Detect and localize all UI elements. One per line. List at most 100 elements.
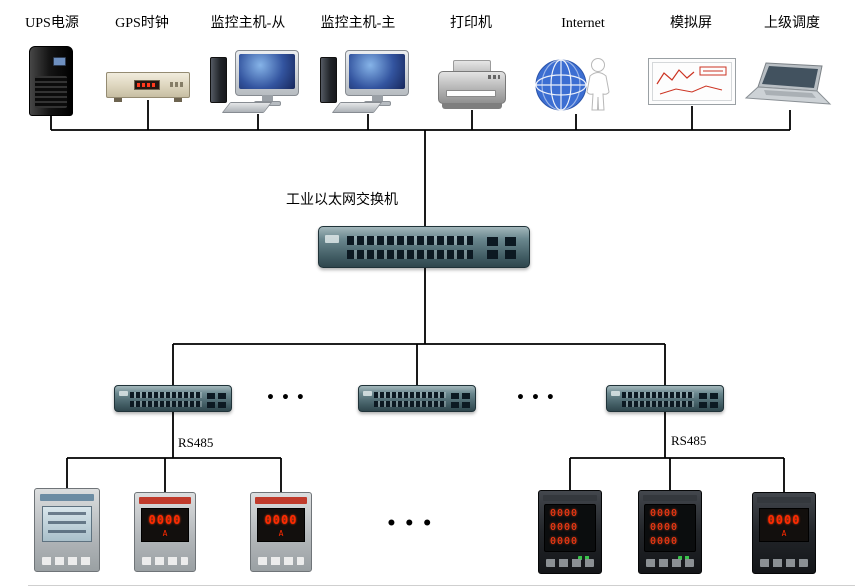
pc-screen (349, 54, 405, 89)
meter-brand-band (643, 495, 697, 501)
laptop-icon (744, 62, 832, 105)
meter-unit: A (278, 529, 284, 538)
gps-clock-buttons (170, 82, 184, 87)
power-meter-3row-right-2: 0000 0000 0000 (638, 490, 702, 574)
meter-buttons (760, 559, 808, 567)
switch-logo (325, 235, 339, 243)
ellipsis-switches-2: ••• (516, 390, 561, 406)
meter-indicator-leds (678, 556, 692, 560)
meter-brand-band (543, 495, 597, 501)
meter-buttons (42, 557, 92, 565)
monitor-host-slave-device (210, 50, 306, 114)
switch-port-row (374, 392, 446, 398)
switch-uplink-port (710, 393, 718, 399)
switch-uplink-port (207, 393, 215, 399)
meter-led-screen: 0000 A (257, 508, 305, 542)
switch-uplink-port (451, 393, 459, 399)
printer-out-slot (446, 90, 496, 97)
page-bottom-rule (28, 585, 855, 586)
rs485-label-right: RS485 (671, 433, 707, 448)
monitor-stand (372, 95, 383, 102)
gps-clock-device (106, 72, 190, 102)
meter-digits: 0000 (148, 513, 182, 527)
pc-tower (320, 57, 337, 103)
meter-row-1: 0000 (550, 508, 579, 519)
switch-uplink-port (699, 393, 707, 399)
switch-port-row (347, 236, 473, 245)
switch-logo (363, 391, 372, 396)
mimic-board-device (648, 58, 736, 106)
ups-device (29, 46, 73, 116)
meter-buttons (258, 557, 304, 565)
switch-logo (119, 391, 128, 396)
printer-panel (488, 75, 500, 79)
power-meter-led-right-3: 0000 A (752, 492, 816, 574)
gps-clock-foot (174, 98, 182, 102)
switch-port-row (130, 392, 202, 398)
label-host-slave: 监控主机-从 (210, 16, 286, 31)
pc-monitor (345, 50, 409, 96)
meter-indicator-leds (578, 556, 592, 560)
meter-buttons (142, 557, 188, 565)
meter-unit: A (162, 529, 168, 538)
power-meter-lcd (34, 488, 100, 572)
meter-led-screen: 0000 A (141, 508, 189, 542)
label-ups: UPS电源 (25, 16, 79, 31)
main-switch-label: 工业以太网交换机 (286, 193, 398, 208)
label-upper-dispatch: 上级调度 (764, 16, 820, 31)
meter-led-screen: 0000 A (759, 508, 809, 542)
switch-port-row (622, 392, 694, 398)
meter-buttons (546, 559, 594, 567)
ellipsis-meters: ••• (386, 514, 440, 534)
keyboard (221, 102, 273, 113)
meter-brand-band (255, 497, 307, 504)
power-meter-3row-right-1: 0000 0000 0000 (538, 490, 602, 574)
meter-digits: 0000 (767, 513, 801, 527)
keyboard (331, 102, 383, 113)
switch-logo (611, 391, 620, 396)
power-meter-led-left-2: 0000 A (134, 492, 196, 572)
meter-row-1: 0000 (650, 508, 679, 519)
gps-clock-digits (137, 83, 157, 87)
monitor-host-master-device (320, 50, 416, 114)
meter-row-3: 0000 (650, 536, 679, 547)
meter-row-3: 0000 (550, 536, 579, 547)
label-printer: 打印机 (450, 16, 492, 31)
switch-uplink-port (505, 237, 516, 246)
meter-row-2: 0000 (650, 522, 679, 533)
label-mimic-screen: 模拟屏 (670, 16, 712, 31)
meter-digits: 0000 (264, 513, 298, 527)
rs485-label-left: RS485 (178, 435, 214, 450)
switch-uplink-port (462, 393, 470, 399)
ethernet-switch-sub-left (114, 385, 232, 412)
meter-brand-band (40, 494, 94, 501)
ups-screen (53, 57, 66, 66)
meter-led-screen: 0000 0000 0000 (544, 504, 596, 552)
pc-tower (210, 57, 227, 103)
ethernet-switch-sub-middle (358, 385, 476, 412)
pc-screen (239, 54, 295, 89)
label-gps-clock: GPS时钟 (115, 16, 169, 31)
printer-device (438, 60, 506, 110)
printer-base (442, 103, 502, 109)
power-meter-led-left-3: 0000 A (250, 492, 312, 572)
ethernet-switch-main (318, 226, 530, 268)
meter-brand-band (757, 497, 811, 503)
meter-row-2: 0000 (550, 522, 579, 533)
switch-port-row (374, 401, 446, 407)
switch-port-row (130, 401, 202, 407)
switch-port-row (622, 401, 694, 407)
switch-uplink-port (218, 393, 226, 399)
internet-person-figure (586, 58, 610, 111)
meter-buttons (646, 559, 694, 567)
gps-clock-foot (114, 98, 122, 102)
internet-globe-icon (535, 58, 610, 111)
meter-led-screen: 0000 0000 0000 (644, 504, 696, 552)
switch-uplink-port (487, 237, 498, 246)
ellipsis-switches-1: ••• (266, 390, 311, 406)
mimic-board-icon (648, 58, 736, 105)
internet-device (534, 52, 620, 114)
meter-brand-band (139, 497, 191, 504)
